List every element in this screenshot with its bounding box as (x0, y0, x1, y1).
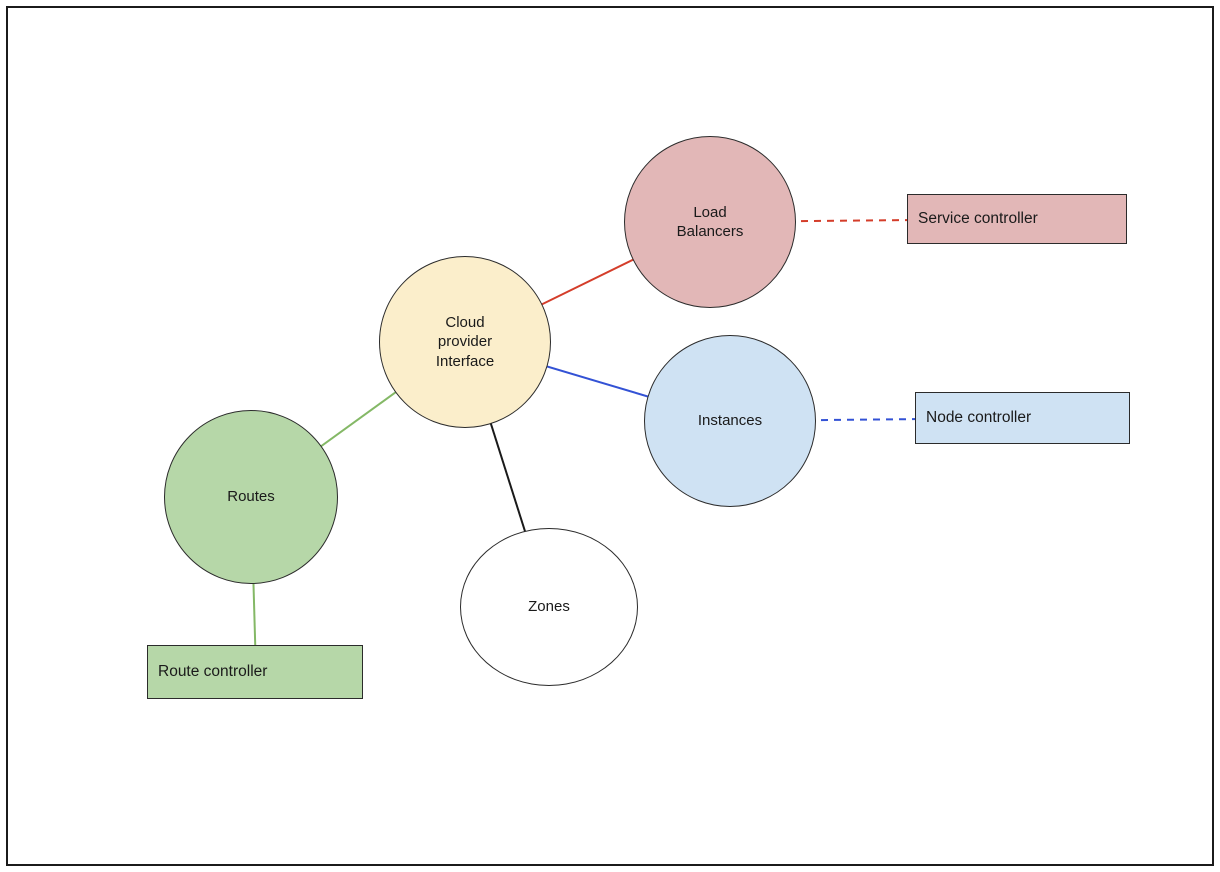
edge-instances-to-node-controller (729, 417, 1023, 422)
node-label-instances: Instances (697, 412, 763, 430)
node-instances: Instances (644, 335, 816, 507)
box-service-controller: Service controller (907, 194, 1127, 244)
box-label-service-controller: Service controller (918, 209, 1038, 227)
box-label-node-controller: Node controller (926, 408, 1032, 426)
node-load-balancers: Load Balancers (624, 136, 796, 308)
node-cloud-provider-interface: Cloud provider Interface (379, 256, 551, 428)
box-node-controller: Node controller (915, 392, 1130, 444)
box-label-route-controller: Route controller (158, 662, 268, 680)
node-label-cloud-provider-interface: Cloud provider Interface (435, 313, 495, 370)
node-label-zones: Zones (528, 598, 570, 616)
node-label-routes: Routes (227, 488, 275, 506)
box-route-controller: Route controller (147, 645, 363, 699)
node-zones: Zones (460, 528, 638, 686)
node-routes: Routes (164, 410, 338, 584)
node-label-load-balancers: Load Balancers (676, 203, 744, 241)
